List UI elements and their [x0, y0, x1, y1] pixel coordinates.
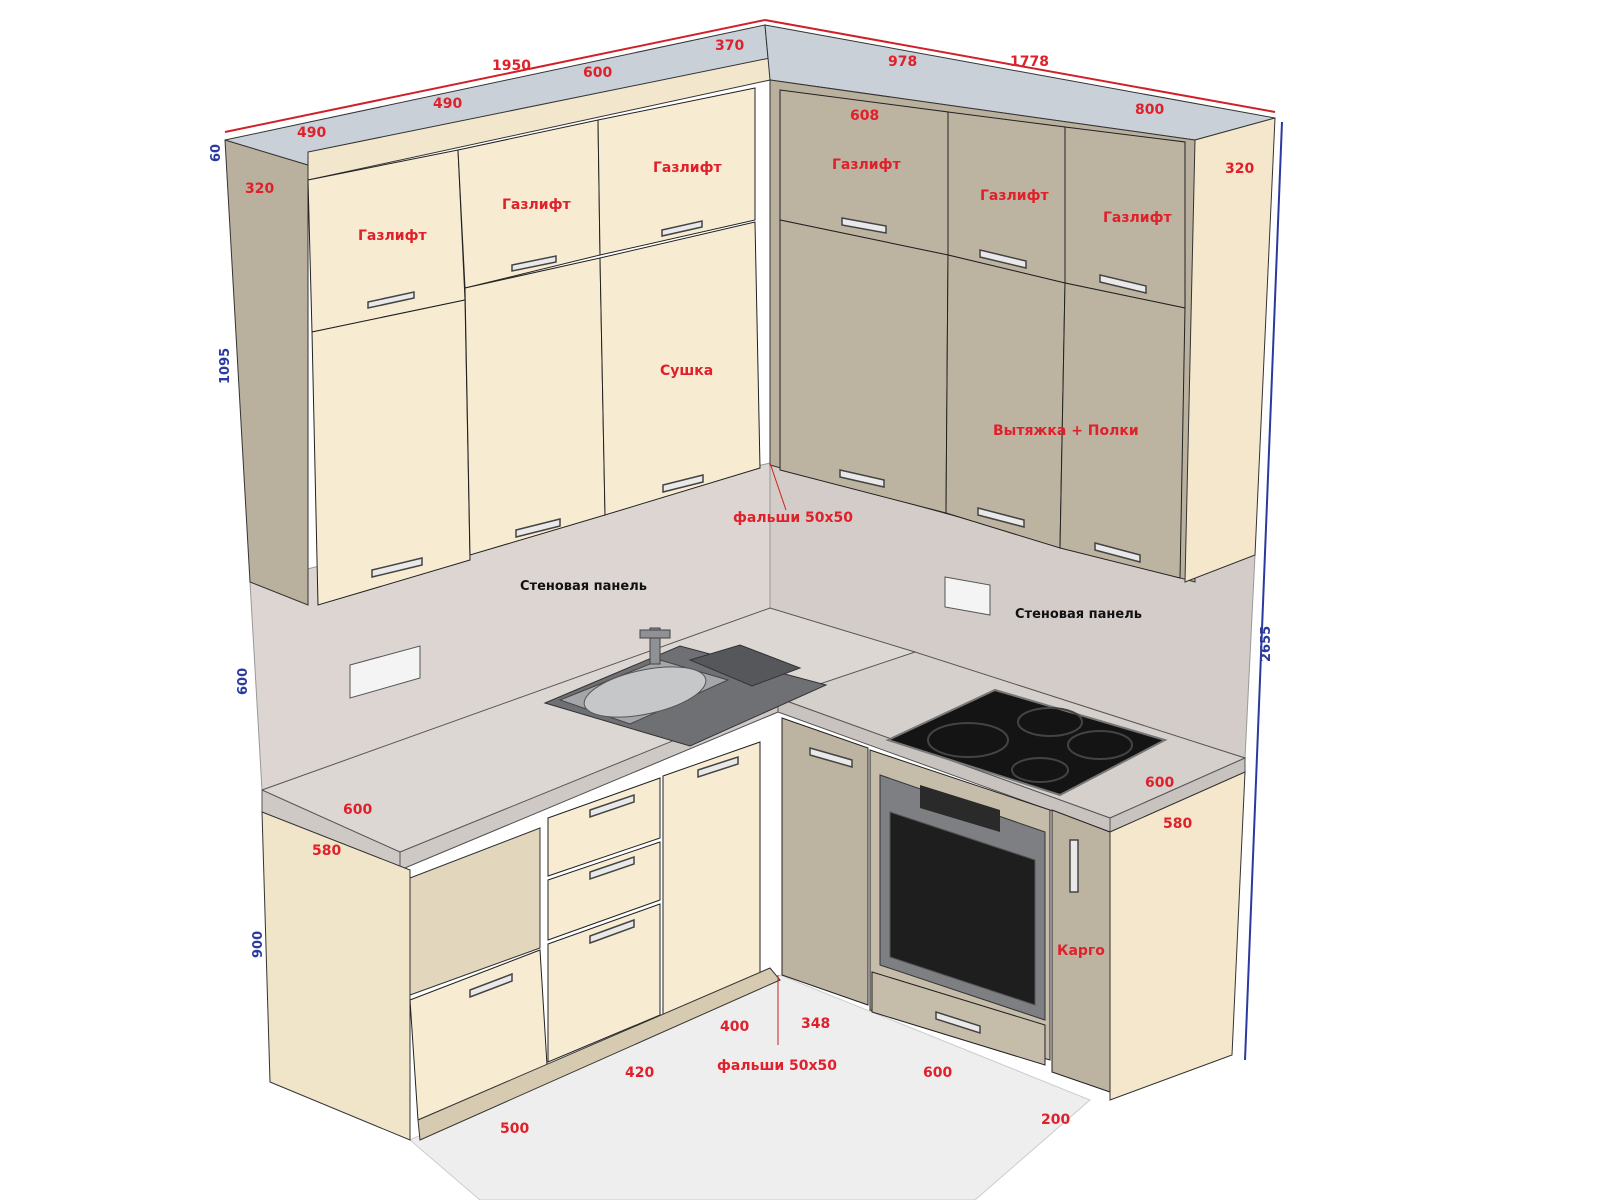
dim-320-right: 320 — [1225, 161, 1254, 177]
upper-right-facade-hood-1 — [945, 254, 1066, 549]
lower-left-drawer-2 — [547, 841, 661, 941]
dim-600-right: 600 — [1145, 775, 1174, 791]
label-filler-bottom: фальши 50х50 — [717, 1058, 837, 1074]
dim-580-right: 580 — [1163, 816, 1192, 832]
upper-right-side-panel — [1184, 117, 1276, 583]
dim-608: 608 — [850, 108, 879, 124]
hob — [885, 688, 1168, 797]
upper-left-facade-lower-1 — [311, 299, 471, 606]
dim-1778: 1778 — [1010, 54, 1049, 70]
dimension-lines-blue — [1244, 121, 1283, 1061]
label-gaslift-3: Газлифт — [653, 160, 722, 176]
lower-left-plinth — [417, 967, 781, 1141]
dim-900: 900 — [251, 931, 266, 958]
dim-490-a: 490 — [297, 125, 326, 141]
dim-60: 60 — [209, 144, 224, 162]
upper-handles — [367, 217, 1147, 578]
label-cargo: Карго — [1057, 943, 1105, 959]
oven — [879, 774, 1046, 1021]
sockets-right — [944, 576, 991, 616]
dim-320-left: 320 — [245, 181, 274, 197]
dim-420: 420 — [625, 1065, 654, 1081]
dim-400: 400 — [720, 1019, 749, 1035]
dim-800: 800 — [1135, 102, 1164, 118]
dim-500: 500 — [500, 1121, 529, 1137]
upper-left-facade-lower-2 — [464, 257, 606, 556]
dim-600-left: 600 — [343, 802, 372, 818]
sockets-left — [349, 645, 421, 699]
dimension-lines — [224, 19, 1276, 133]
dim-600-vertical: 600 — [236, 668, 251, 695]
dim-200: 200 — [1041, 1112, 1070, 1128]
label-wall-panel-left: Стеновая панель — [520, 579, 647, 594]
lower-handles — [469, 747, 1079, 1035]
dim-370: 370 — [715, 38, 744, 54]
label-gaslift-2: Газлифт — [502, 197, 571, 213]
dim-580-left: 580 — [312, 843, 341, 859]
label-gaslift-1: Газлифт — [358, 228, 427, 244]
dim-978: 978 — [888, 54, 917, 70]
lower-left-open-niche — [409, 827, 541, 996]
label-gaslift-5: Газлифт — [980, 188, 1049, 204]
upper-left-facade-drying — [599, 221, 761, 516]
filler-line-top — [769, 462, 787, 511]
dim-490-b: 490 — [433, 96, 462, 112]
label-filler-top: фальши 50х50 — [733, 510, 853, 526]
label-gaslift-4: Газлифт — [832, 157, 901, 173]
dim-1095: 1095 — [218, 348, 233, 384]
lower-right-corner-door — [781, 717, 869, 1006]
upper-left-facade-gaslift-3 — [597, 87, 756, 256]
dim-1950: 1950 — [492, 58, 531, 74]
dim-2655: 2655 — [1259, 626, 1274, 662]
label-wall-panel-right: Стеновая панель — [1015, 607, 1142, 622]
upper-right-facade-lower-1 — [779, 219, 949, 514]
lower-left-door — [662, 741, 761, 1016]
dim-348: 348 — [801, 1016, 830, 1032]
label-hood-shelves: Вытяжка + Полки — [993, 423, 1139, 439]
dim-600-top: 600 — [583, 65, 612, 81]
dim-600-floor: 600 — [923, 1065, 952, 1081]
upper-right-facade-hood-2 — [1059, 282, 1186, 579]
sink — [543, 627, 828, 747]
lower-left-side-panel — [261, 811, 411, 1141]
label-gaslift-6: Газлифт — [1103, 210, 1172, 226]
label-drying: Сушка — [660, 363, 713, 379]
lower-right-side-panel — [1109, 771, 1246, 1101]
upper-left-side-panel — [224, 139, 309, 606]
